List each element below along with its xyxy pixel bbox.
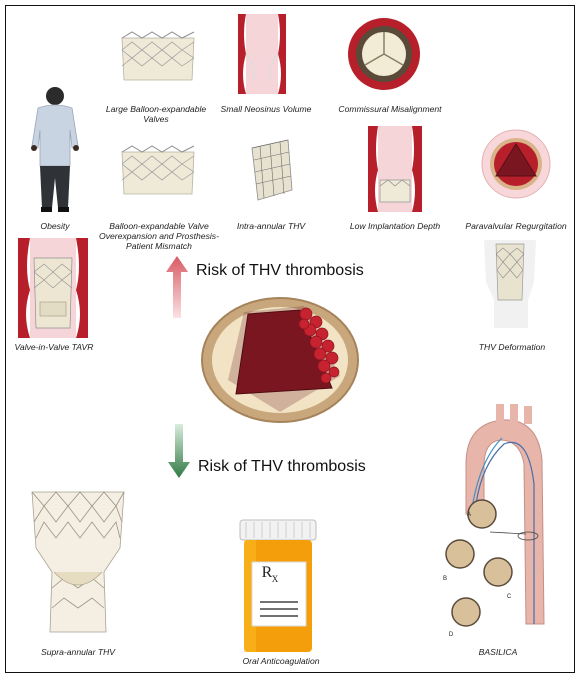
deformation-caption: THV Deformation [478, 342, 546, 352]
obesity-caption: Obesity [40, 221, 70, 231]
pill-bottle-illustration [239, 519, 317, 652]
basilica-step-a: A [466, 512, 471, 518]
thrombosed-valve-illustration [201, 297, 359, 423]
low-implantation-illustration [368, 126, 422, 212]
balloon-valve-illustration [121, 31, 195, 81]
arrow-up-icon [166, 256, 188, 318]
oral-anticoag-caption: Oral Anticoagulation [242, 656, 320, 666]
basilica-step-d: D [448, 632, 454, 638]
overexpansion-caption: Balloon-expandable Valve Overexpansion a… [99, 221, 219, 251]
low-implantation-caption: Low Implantation Depth [349, 221, 441, 231]
deformation-illustration [484, 240, 536, 328]
viv-vessel-illustration [18, 238, 88, 338]
basilica-aorta-illustration [445, 404, 545, 627]
small-neosinus-caption: Small Neosinus Volume [220, 104, 312, 114]
risk-decrease-label: Risk of THV thrombosis [198, 458, 366, 475]
viv-caption: Valve-in-Valve TAVR [14, 342, 94, 352]
obesity-person-illustration [31, 87, 79, 212]
arrow-down-icon [168, 424, 190, 478]
overexpansion-valve-illustration [121, 145, 195, 195]
rx-symbol-sub: X [271, 574, 279, 584]
rx-symbol: R [261, 564, 273, 581]
basilica-step-c: C [506, 594, 512, 600]
paravalvular-caption: Paravalvular Regurgitation [465, 221, 567, 231]
basilica-caption: BASILICA [478, 647, 518, 657]
intra-annular-valve-illustration [251, 139, 293, 201]
risk-increase-label: Risk of THV thrombosis [196, 262, 364, 279]
neosinus-vessel-illustration [238, 14, 286, 94]
figure-frame [5, 5, 575, 673]
large-balloon-caption: Large Balloon-expandable Valves [105, 104, 207, 124]
basilica-step-b: B [442, 576, 447, 582]
supra-annular-valve-illustration [31, 491, 125, 633]
intra-annular-caption: Intra-annular THV [236, 221, 306, 231]
supra-annular-caption: Supra-annular THV [40, 647, 116, 657]
commissural-caption: Commissural Misalignment [338, 104, 442, 114]
commissural-valve-illustration [348, 18, 420, 90]
paravalvular-illustration [481, 129, 551, 199]
